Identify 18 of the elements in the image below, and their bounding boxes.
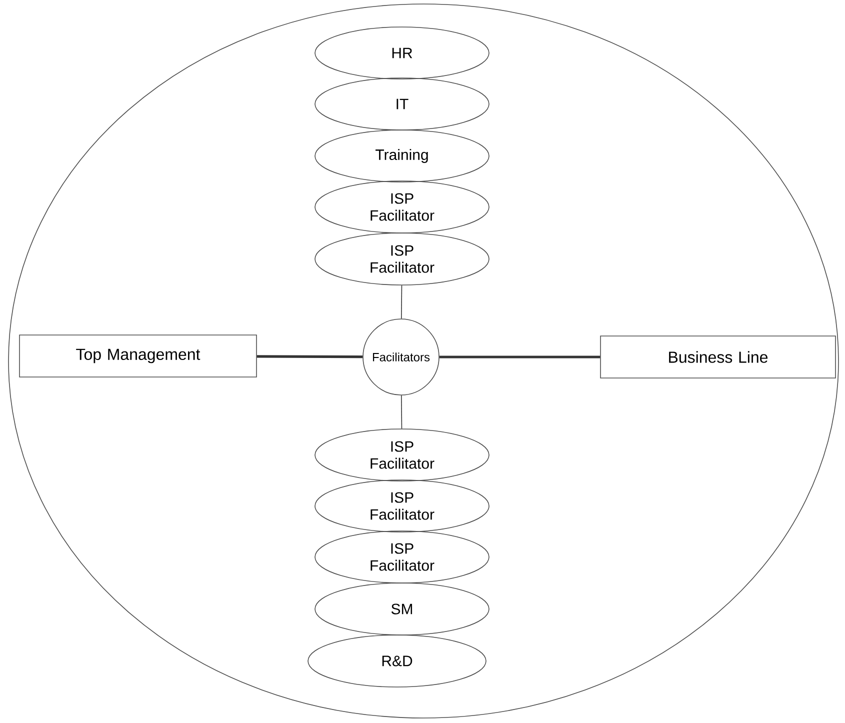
ellipse-node: ISP Facilitator <box>314 530 490 584</box>
box: Business Line <box>600 336 836 378</box>
ellipse-node: IT <box>314 78 490 130</box>
ellipse-node: ISP Facilitator <box>314 480 490 532</box>
circle-node: Facilitators <box>362 318 440 396</box>
ellipse-node: Training <box>314 130 490 182</box>
ellipse-node: R&D <box>308 634 486 688</box>
ellipse-node: ISP Facilitator <box>314 232 490 286</box>
box: Top Management <box>19 334 257 378</box>
ellipse-node: ISP Facilitator <box>314 428 490 482</box>
connector-line <box>401 395 402 429</box>
outer-ellipse <box>8 4 839 718</box>
connector-line <box>256 355 363 358</box>
connector-line <box>401 285 402 319</box>
ellipse-node: ISP Facilitator <box>314 180 490 234</box>
ellipse-node: SM <box>314 582 490 636</box>
ellipse-node: HR <box>314 26 490 80</box>
connector-line <box>439 356 600 358</box>
